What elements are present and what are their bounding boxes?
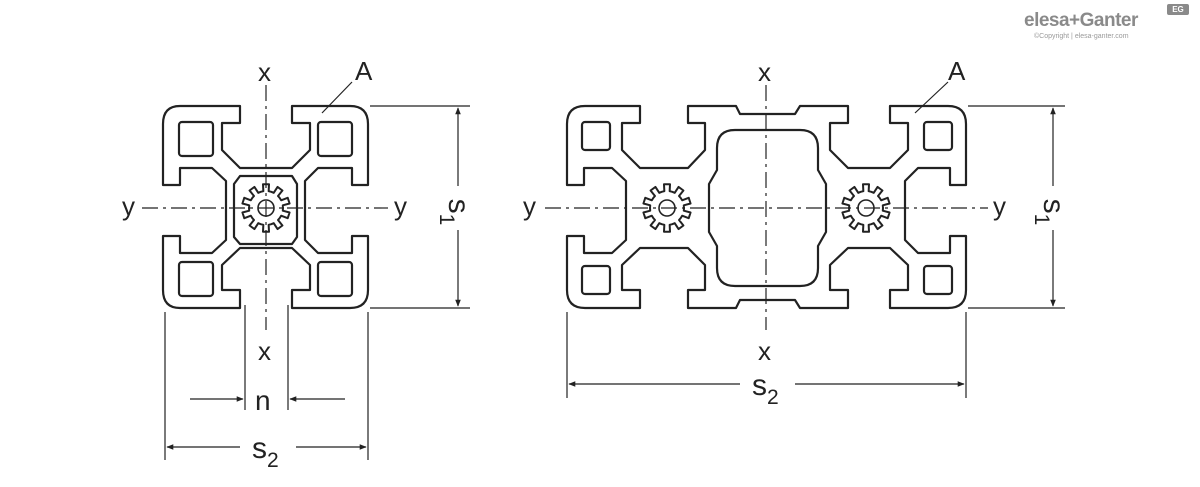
label-s1-left: s1 bbox=[435, 199, 475, 226]
label-s2-right: s2 bbox=[752, 369, 779, 409]
corner-bore-tr-right bbox=[922, 120, 954, 152]
brand-logo: elesa+Ganter bbox=[1024, 10, 1138, 31]
corner-bore-bl bbox=[177, 260, 215, 298]
corner-bore-br-right bbox=[922, 264, 954, 296]
corner-bore-tl-right bbox=[580, 120, 612, 152]
corner-bore-tl bbox=[177, 120, 215, 158]
corner-bore-tr bbox=[316, 120, 354, 158]
label-a-left: A bbox=[355, 56, 373, 86]
corner-bore-br bbox=[316, 260, 354, 298]
label-y-right-left: y bbox=[394, 191, 407, 221]
leader-a-right bbox=[914, 81, 949, 114]
corner-bore-bl-right bbox=[580, 264, 612, 296]
label-y-right-right: y bbox=[993, 191, 1006, 221]
label-x-bottom-left: x bbox=[258, 336, 271, 366]
square-profile-inner-cavity bbox=[232, 174, 299, 246]
brand-copyright: ©Copyright | elesa-ganter.com bbox=[1034, 33, 1129, 40]
brand-badge: EG bbox=[1167, 4, 1189, 15]
label-a-right: A bbox=[948, 56, 966, 86]
label-y-left-left: y bbox=[122, 191, 135, 221]
label-y-left-right: y bbox=[523, 191, 536, 221]
rectangular-profile-center-cavity bbox=[707, 128, 828, 288]
label-s1-right: s1 bbox=[1030, 199, 1070, 226]
label-x-top-left: x bbox=[258, 57, 271, 87]
label-x-bottom-right: x bbox=[758, 336, 771, 366]
label-s2-left: s2 bbox=[252, 432, 279, 472]
label-x-top-right: x bbox=[758, 57, 771, 87]
label-n: n bbox=[255, 385, 271, 416]
leader-a-left bbox=[321, 81, 353, 114]
